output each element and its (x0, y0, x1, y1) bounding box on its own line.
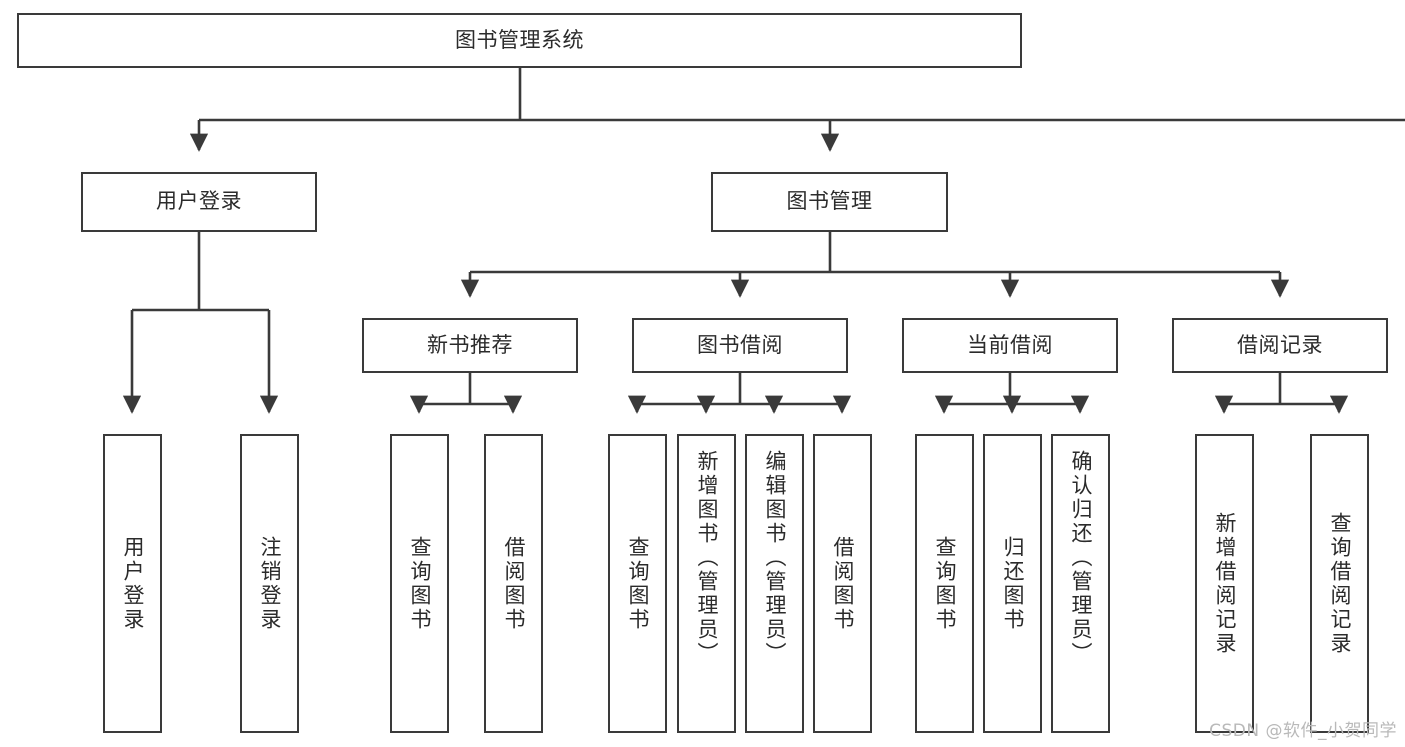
node-leaf-edit-book-label: 编辑图书（管理员） (763, 450, 787, 666)
node-borrow-record[interactable]: 借阅记录 (1172, 318, 1388, 373)
node-leaf-query-book-2-label: 查询图书 (626, 535, 650, 632)
node-leaf-add-borrow-record-label: 新增借阅记录 (1213, 511, 1237, 656)
node-leaf-borrow-book-2[interactable]: 借阅图书 (813, 434, 872, 733)
node-leaf-user-logout-label: 注销登录 (258, 535, 282, 632)
node-new-book-recommend-label: 新书推荐 (427, 332, 513, 357)
node-current-borrow[interactable]: 当前借阅 (902, 318, 1118, 373)
node-leaf-add-borrow-record[interactable]: 新增借阅记录 (1195, 434, 1254, 733)
node-leaf-query-book-2[interactable]: 查询图书 (608, 434, 667, 733)
node-leaf-add-book[interactable]: 新增图书（管理员） (677, 434, 736, 733)
node-leaf-confirm-return-label: 确认归还（管理员） (1069, 450, 1093, 666)
node-leaf-user-logout[interactable]: 注销登录 (240, 434, 299, 733)
node-book-borrow[interactable]: 图书借阅 (632, 318, 848, 373)
node-leaf-borrow-book-1[interactable]: 借阅图书 (484, 434, 543, 733)
csdn-watermark: CSDN @软件_小贺同学 (1209, 721, 1397, 741)
node-leaf-return-book[interactable]: 归还图书 (983, 434, 1042, 733)
node-user-login-label: 用户登录 (156, 189, 242, 214)
node-leaf-borrow-book-2-label: 借阅图书 (831, 535, 855, 632)
node-leaf-query-borrow-record[interactable]: 查询借阅记录 (1310, 434, 1369, 733)
node-root-label: 图书管理系统 (455, 27, 584, 52)
node-leaf-add-book-label: 新增图书（管理员） (695, 450, 719, 666)
node-new-book-recommend[interactable]: 新书推荐 (362, 318, 578, 373)
node-root[interactable]: 图书管理系统 (17, 13, 1022, 68)
node-current-borrow-label: 当前借阅 (967, 332, 1053, 357)
node-leaf-confirm-return[interactable]: 确认归还（管理员） (1051, 434, 1110, 733)
node-book-borrow-label: 图书借阅 (697, 332, 783, 357)
node-leaf-borrow-book-1-label: 借阅图书 (502, 535, 526, 632)
node-book-management[interactable]: 图书管理 (711, 172, 948, 232)
node-borrow-record-label: 借阅记录 (1237, 332, 1323, 357)
node-leaf-edit-book[interactable]: 编辑图书（管理员） (745, 434, 804, 733)
node-leaf-query-book-1[interactable]: 查询图书 (390, 434, 449, 733)
node-leaf-user-login[interactable]: 用户登录 (103, 434, 162, 733)
node-book-management-label: 图书管理 (786, 189, 873, 214)
node-leaf-query-book-1-label: 查询图书 (408, 535, 432, 632)
node-leaf-return-book-label: 归还图书 (1001, 535, 1025, 632)
node-leaf-query-borrow-record-label: 查询借阅记录 (1328, 511, 1352, 656)
node-leaf-query-book-3[interactable]: 查询图书 (915, 434, 974, 733)
node-leaf-user-login-label: 用户登录 (121, 535, 145, 632)
node-user-login[interactable]: 用户登录 (81, 172, 317, 232)
node-leaf-query-book-3-label: 查询图书 (933, 535, 957, 632)
